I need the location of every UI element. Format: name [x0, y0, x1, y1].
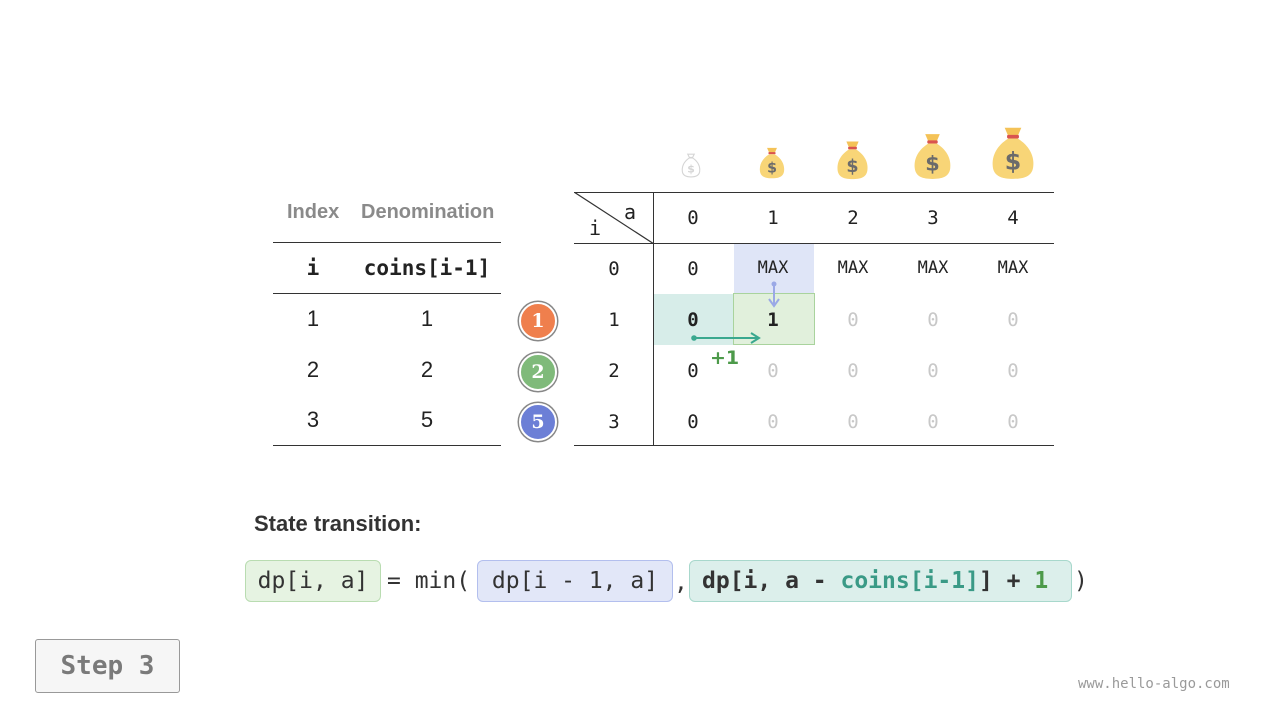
header-index: Index [287, 201, 340, 223]
dp-cell: 0 [687, 360, 699, 382]
money-bag-icon: $ [759, 147, 785, 179]
dp-row-header: 0 [608, 258, 620, 280]
plus-one-label: +1 [710, 347, 740, 369]
dp-table-header-rule [574, 243, 1054, 244]
dp-cell: 0 [1007, 360, 1019, 382]
dp-cell: 0 [847, 309, 859, 331]
dp-cell: 0 [847, 360, 859, 382]
coin-row-index: 3 [306, 407, 320, 432]
highlight-current-cell [733, 293, 815, 345]
coin-table-top-rule [273, 242, 501, 243]
coin-table-bottom-rule [273, 445, 501, 446]
coin-row-index: 2 [306, 357, 320, 382]
state-transition-title: State transition: [254, 511, 422, 536]
dp-cell: MAX [757, 258, 789, 278]
coin-table-mid-rule [273, 293, 501, 294]
dp-cell: 0 [687, 309, 699, 331]
money-bag-icon: $ [837, 141, 868, 180]
dp-cell-current: 1 [767, 309, 779, 331]
dp-cell: MAX [997, 258, 1029, 278]
dp-cell: 0 [687, 411, 699, 433]
dp-cell: 0 [767, 411, 779, 433]
dp-cell: 0 [1007, 309, 1019, 331]
dp-col-header: 1 [767, 207, 779, 229]
coin-badge-1: 1 [519, 302, 557, 340]
dp-row-header: 3 [608, 411, 620, 433]
dp-cell: MAX [837, 258, 869, 278]
dp-cell: 0 [767, 360, 779, 382]
formula-term-dp-above: dp[i - 1, a] [477, 560, 673, 602]
dp-cell: 0 [1007, 411, 1019, 433]
subheader-i: i [306, 256, 320, 280]
dp-cell: 0 [847, 411, 859, 433]
dp-col-header: 0 [687, 207, 699, 229]
money-bag-icon: $ [914, 134, 951, 179]
formula-comma: , [674, 570, 688, 596]
svg-text:$: $ [767, 161, 777, 177]
formula-term2-prefix: dp[i, a - [702, 568, 841, 594]
coin-row-value: 1 [420, 306, 434, 331]
header-denomination: Denomination [361, 201, 495, 223]
dp-cell: 0 [927, 411, 939, 433]
formula-term-dp-left: dp[i, a - coins[i-1]] + 1 [689, 560, 1072, 602]
dp-corner-row-label: i [589, 216, 602, 240]
money-bag-icon: $ [681, 153, 701, 178]
dp-cell: 0 [687, 258, 699, 280]
dp-table-row-divider [653, 192, 654, 446]
coin-row-value: 2 [420, 357, 434, 382]
coin-badge-2: 2 [519, 353, 557, 391]
svg-text:$: $ [687, 163, 695, 176]
svg-text:$: $ [1005, 147, 1022, 175]
dp-table-bottom-rule [574, 445, 1054, 446]
dp-col-header: 2 [847, 207, 859, 229]
dp-corner-col-label: a [624, 200, 637, 224]
coin-badge-5: 5 [519, 403, 557, 441]
dp-cell: MAX [917, 258, 949, 278]
dp-cell: 0 [927, 360, 939, 382]
arrow-down-icon [768, 281, 780, 308]
formula-close-paren: ) [1074, 568, 1088, 594]
dp-row-header: 2 [608, 360, 620, 382]
arrow-right-icon [691, 332, 761, 344]
money-bag-icon: $ [992, 127, 1034, 179]
dp-col-header: 3 [927, 207, 939, 229]
dp-row-header: 1 [608, 309, 620, 331]
svg-text:$: $ [846, 157, 858, 177]
subheader-coins: coins[i-1] [363, 256, 491, 280]
coin-row-value: 5 [420, 407, 434, 432]
formula-term2-one: 1 [1034, 568, 1049, 594]
formula-eq-min: = min( [387, 568, 471, 594]
step-button[interactable]: Step 3 [35, 639, 180, 693]
formula-lhs: dp[i, a] [245, 560, 381, 602]
svg-text:$: $ [925, 152, 940, 176]
dp-corner-diagonal [574, 192, 654, 244]
formula-term2-mid: ] + [978, 568, 1035, 594]
dp-table-top-rule [574, 192, 1054, 193]
watermark: www.hello-algo.com [1078, 676, 1230, 692]
dp-col-header: 4 [1007, 207, 1019, 229]
formula-term2-coins: coins[i-1] [840, 568, 979, 594]
coin-row-index: 1 [306, 306, 320, 331]
dp-cell: 0 [927, 309, 939, 331]
